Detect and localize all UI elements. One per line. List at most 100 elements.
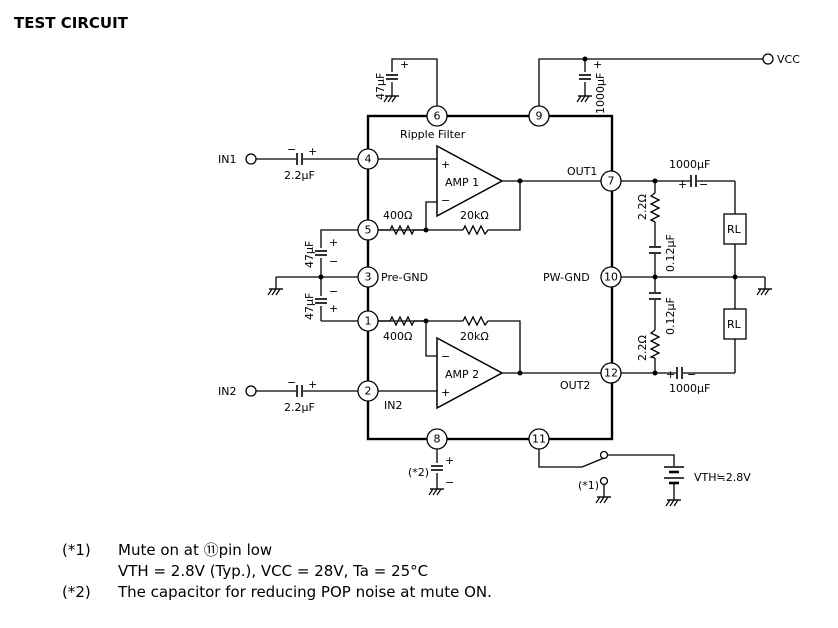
in1-label: IN1 bbox=[218, 153, 236, 166]
r-20k-bot bbox=[462, 315, 490, 327]
svg-text:−: − bbox=[445, 476, 454, 489]
svg-text:−: − bbox=[287, 376, 296, 389]
pw-gnd-label: PW-GND bbox=[543, 271, 590, 284]
pin-4: 4 bbox=[365, 153, 372, 166]
c-012-bot-value: 0.12μF bbox=[664, 297, 677, 335]
svg-text:+: + bbox=[666, 368, 675, 381]
pin-6: 6 bbox=[434, 110, 441, 123]
note-1-tag: (*1) bbox=[62, 541, 91, 559]
r-2-2-top-value: 2.2Ω bbox=[636, 194, 649, 220]
rl-top-label: RL bbox=[727, 223, 742, 236]
note-2-text: The capacitor for reducing POP noise at … bbox=[118, 583, 492, 601]
amplifiers bbox=[436, 144, 504, 410]
svg-text:+: + bbox=[329, 302, 338, 315]
in1-terminal bbox=[245, 153, 257, 165]
amp1-label: AMP 1 bbox=[445, 176, 479, 189]
c-pin9-value: 1000μF bbox=[594, 73, 607, 114]
r-400-bot-value: 400Ω bbox=[383, 330, 412, 343]
pin-5: 5 bbox=[365, 224, 372, 237]
rl-bot-label: RL bbox=[727, 318, 742, 331]
junction-dots bbox=[318, 56, 738, 376]
c-in2-value: 2.2μF bbox=[284, 401, 315, 414]
r-2-2-top bbox=[649, 192, 661, 223]
r-2-2-bot-value: 2.2Ω bbox=[636, 335, 649, 361]
pin-10: 10 bbox=[604, 271, 618, 284]
svg-text:−: − bbox=[329, 285, 338, 298]
pin-12: 12 bbox=[604, 367, 618, 380]
c-pin6-value: 47μF bbox=[374, 73, 387, 100]
svg-text:−: − bbox=[699, 178, 708, 191]
mute-switch-contact-bottom bbox=[599, 476, 609, 486]
svg-text:+: + bbox=[400, 58, 409, 71]
vcc-terminal bbox=[762, 53, 774, 65]
note-1: (*1) Mute on at ⑪pin low bbox=[62, 540, 492, 561]
vth-label: VTH≒2.8V bbox=[694, 471, 751, 484]
amp2-label: AMP 2 bbox=[445, 368, 479, 381]
mute-switch-contact-top bbox=[599, 450, 609, 460]
pin-8: 8 bbox=[434, 433, 441, 446]
note-2-tag: (*2) bbox=[62, 583, 91, 601]
r-20k-top-value: 20kΩ bbox=[460, 209, 489, 222]
r-400-top bbox=[389, 224, 415, 236]
out2-label: OUT2 bbox=[560, 379, 590, 392]
svg-text:−: − bbox=[687, 368, 696, 381]
svg-text:+: + bbox=[329, 236, 338, 249]
svg-text:+: + bbox=[441, 386, 450, 399]
note-2: (*2) The capacitor for reducing POP noise… bbox=[62, 582, 492, 603]
amp-pin-signs: + − − + bbox=[441, 158, 450, 399]
in2-terminal bbox=[245, 385, 257, 397]
svg-text:+: + bbox=[308, 145, 317, 158]
note-1-detail: VTH = 2.8V (Typ.), VCC = 28V, Ta = 25°C bbox=[118, 562, 429, 580]
c-pin8-tag: (*2) bbox=[408, 466, 429, 479]
in2-label: IN2 bbox=[218, 385, 236, 398]
r-400-bot bbox=[389, 315, 415, 327]
c-012-top-value: 0.12μF bbox=[664, 234, 677, 272]
svg-text:+: + bbox=[445, 454, 454, 467]
load-resistors bbox=[723, 213, 747, 340]
svg-text:−: − bbox=[441, 350, 450, 363]
terminals bbox=[245, 53, 774, 486]
pin-2: 2 bbox=[365, 385, 372, 398]
svg-text:+: + bbox=[593, 58, 602, 71]
mute-switch bbox=[581, 457, 605, 468]
r-2-2-bot bbox=[649, 329, 661, 359]
pin-11: 11 bbox=[532, 433, 546, 446]
vcc-label: VCC bbox=[777, 53, 800, 66]
wires bbox=[256, 58, 766, 500]
c-pin5-value: 47μF bbox=[303, 241, 316, 268]
svg-text:−: − bbox=[329, 255, 338, 268]
note-1-detail-row: VTH = 2.8V (Typ.), VCC = 28V, Ta = 25°C bbox=[62, 561, 492, 582]
amp2-symbol bbox=[436, 336, 504, 410]
notes: (*1) Mute on at ⑪pin low VTH = 2.8V (Typ.… bbox=[62, 540, 492, 603]
r-20k-top bbox=[462, 224, 490, 236]
svg-text:−: − bbox=[441, 194, 450, 207]
page-title: TEST CIRCUIT bbox=[14, 14, 129, 32]
amp1-symbol bbox=[436, 144, 504, 218]
r-400-top-value: 400Ω bbox=[383, 209, 412, 222]
out1-label: OUT1 bbox=[567, 165, 597, 178]
c-out1-value: 1000μF bbox=[669, 158, 710, 171]
capacitors bbox=[296, 74, 697, 471]
note-1-text: Mute on at ⑪pin low bbox=[118, 541, 273, 559]
resistors bbox=[378, 192, 661, 359]
pin-7: 7 bbox=[608, 175, 615, 188]
svg-text:+: + bbox=[678, 178, 687, 191]
polarity-marks: + + −+ −+ +− −+ +− +− +− bbox=[287, 58, 708, 489]
c-in1-value: 2.2μF bbox=[284, 169, 315, 182]
c-pin1-value: 47μF bbox=[303, 293, 316, 320]
r-20k-bot-value: 20kΩ bbox=[460, 330, 489, 343]
mute-switch-tag: (*1) bbox=[578, 479, 599, 492]
pre-gnd-label: Pre-GND bbox=[381, 271, 428, 284]
svg-text:−: − bbox=[287, 143, 296, 156]
ic-pins bbox=[357, 105, 622, 450]
ripple-filter-label: Ripple Filter bbox=[400, 128, 466, 141]
svg-text:+: + bbox=[308, 378, 317, 391]
c-out2-value: 1000μF bbox=[669, 382, 710, 395]
pin-3: 3 bbox=[365, 271, 372, 284]
pin-1: 1 bbox=[365, 315, 372, 328]
pin-9: 9 bbox=[536, 110, 543, 123]
svg-text:+: + bbox=[441, 158, 450, 171]
in2-inner-label: IN2 bbox=[384, 399, 402, 412]
vth-battery bbox=[664, 466, 684, 492]
